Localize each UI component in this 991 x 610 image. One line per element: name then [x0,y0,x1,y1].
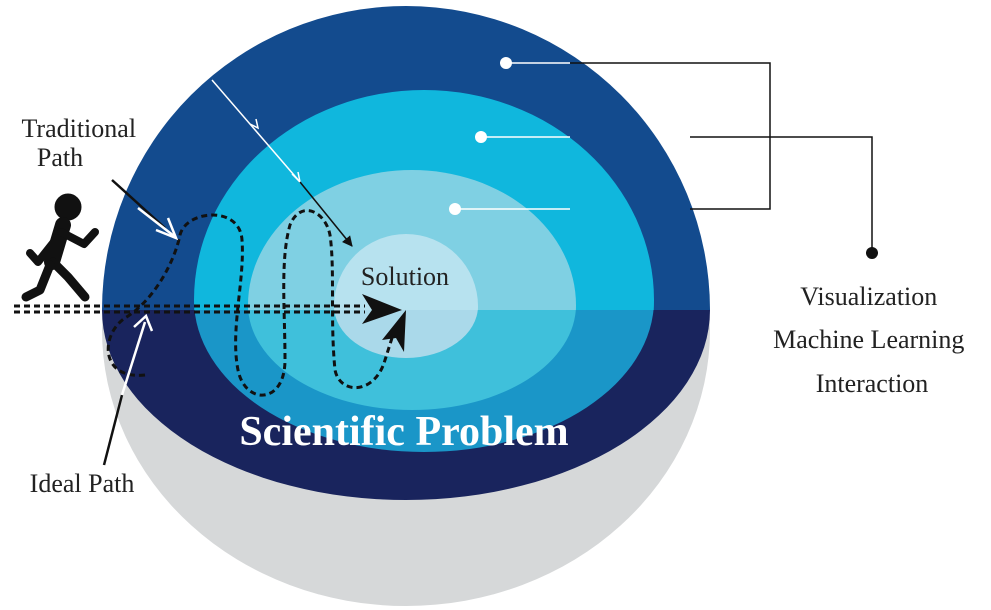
solution-core [334,234,478,310]
visualization-dot [500,57,512,69]
layer-callouts [455,62,570,210]
problem-label: Scientific Problem [239,409,568,455]
solution-core-lower [334,310,478,358]
traditional-path-pointer-white [137,207,175,237]
ideal-path-pointer-white [120,321,147,396]
upper-layers [102,6,710,310]
solution-pointer-white-head1 [249,118,260,130]
layer-legend-machine-learning: Machine Learning [773,325,964,354]
ideal-path-line [14,294,402,324]
solution-pointer [299,181,353,247]
interaction-dot [449,203,461,215]
inner-layer-lower [248,310,576,410]
layer-callouts-outside [570,62,873,252]
legend-dot [866,247,878,259]
traditional-path-pointer-head [155,217,179,241]
walking-person-icon [21,193,99,302]
ideal-path-pointer [102,394,124,466]
lower-layers [102,310,710,500]
ideal-path-pointer-head [133,313,154,332]
ideal-path-label: Ideal Path [30,469,135,498]
traditional-path-label-line1: Traditional [21,114,136,143]
solution-pointer-white [211,79,301,183]
layer-legend-interaction: Interaction [816,369,929,398]
traditional-path-pointer [111,179,166,229]
traditional-path-line [106,209,394,397]
traditional-path-arrowhead [382,310,406,352]
layer-legend: Visualization Machine Learning Interacti… [773,282,971,398]
solution-label: Solution [361,262,449,291]
traditional-path-label-line2: Path [37,143,83,172]
traditional-path-label: Traditional Path [21,114,142,172]
ideal-path-arrowhead [362,294,402,324]
machine-learning-dot [475,131,487,143]
layer-legend-visualization: Visualization [800,282,937,311]
